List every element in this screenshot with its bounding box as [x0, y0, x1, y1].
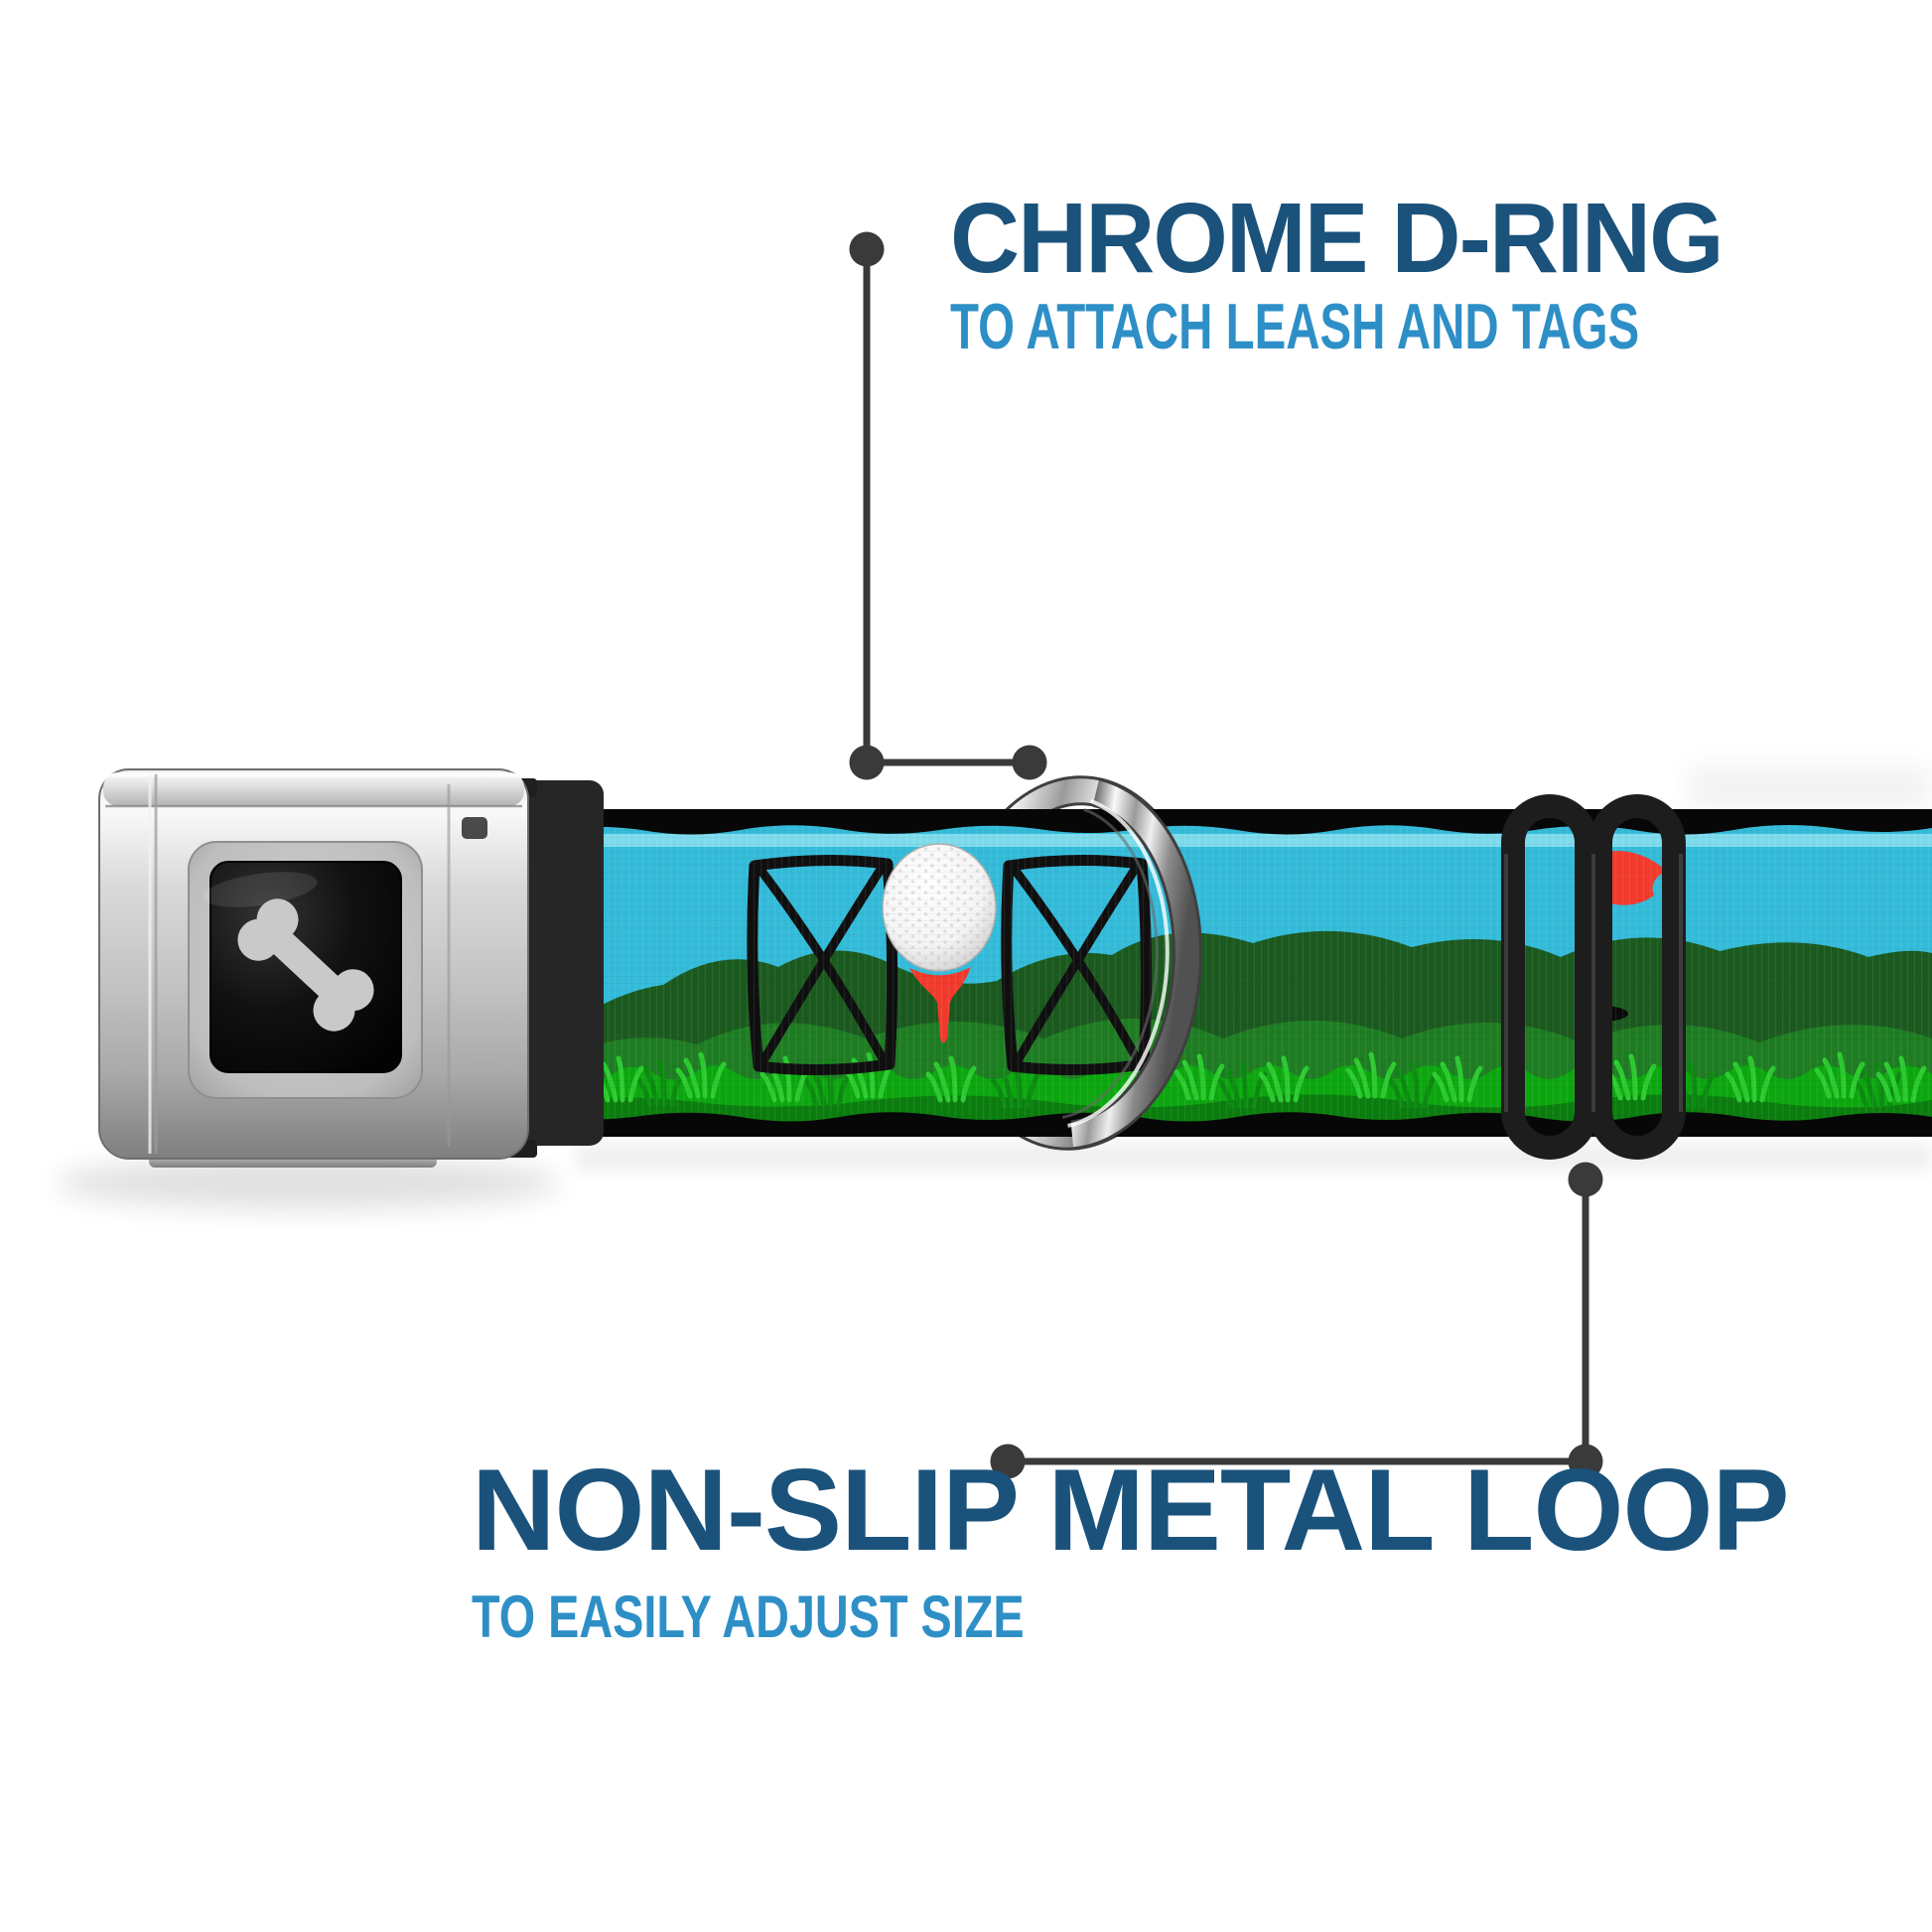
product-shadow [55, 766, 1932, 1209]
callout-title-metal-loop: NON-SLIP METAL LOOP [472, 1445, 1790, 1575]
callout-title-d-ring: CHROME D-RING [950, 183, 1725, 294]
dog-bone-icon [237, 898, 374, 1032]
buckle-clip-slot [462, 817, 487, 839]
webbing-texture [541, 809, 1932, 1137]
webbing [541, 809, 1932, 1137]
chrome-d-ring [1061, 777, 1202, 1151]
callout-lines [863, 249, 1589, 1465]
callout-dot [849, 231, 885, 267]
adjuster-loop [1501, 794, 1686, 1160]
callout-dots [849, 231, 1603, 1479]
callout-subtitle-d-ring: TO ATTACH LEASH AND TAGS [950, 290, 1640, 362]
callout-dot [990, 1444, 1026, 1479]
callout-dot [1012, 745, 1047, 780]
callout-subtitle-metal-loop: TO EASILY ADJUST SIZE [472, 1584, 1025, 1650]
callout-dot [1568, 1444, 1603, 1479]
buckle-lid [103, 772, 524, 806]
callout-dot [1568, 1162, 1603, 1197]
callout-dot [849, 745, 885, 780]
seatbelt-buckle [98, 768, 604, 1168]
